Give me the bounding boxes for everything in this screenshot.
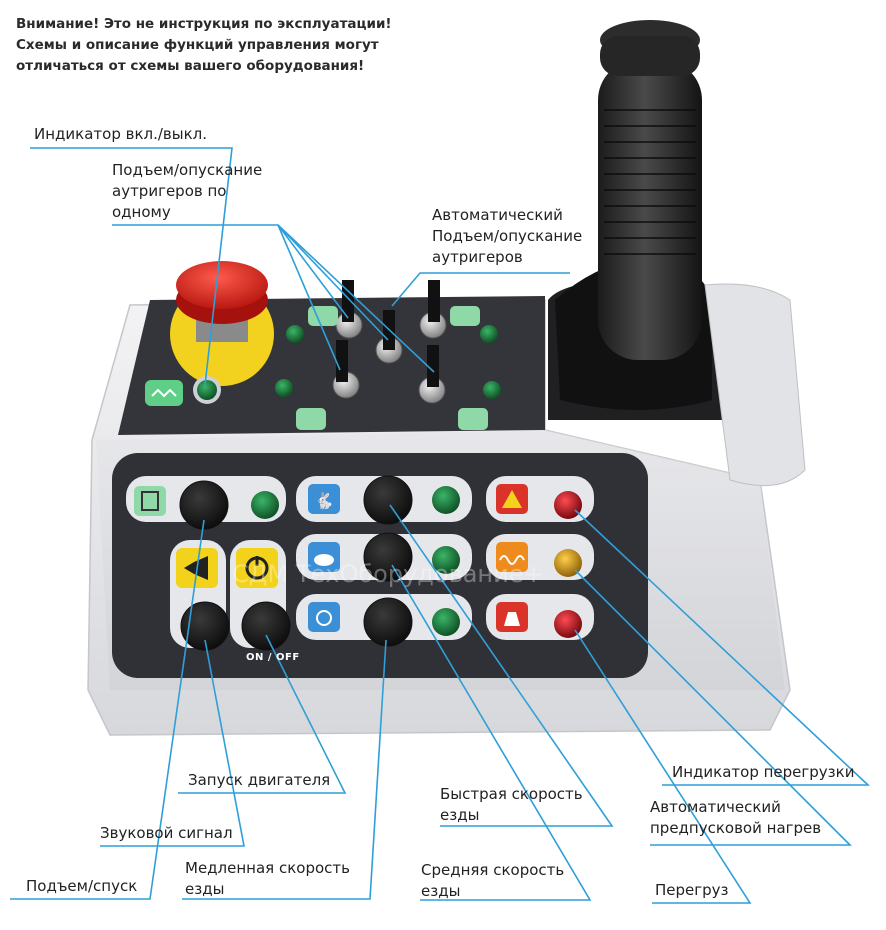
preheat-icon (496, 542, 528, 572)
green-lamp (432, 608, 460, 636)
green-lamp (432, 546, 460, 574)
label-power-indicator: Индикатор вкл./выкл. (34, 125, 208, 143)
slow-speed-button (363, 597, 413, 647)
emergency-stop-icon[interactable] (170, 261, 274, 386)
outrigger-toggles[interactable] (275, 280, 501, 430)
label-engine-start: Запуск двигателя (188, 771, 331, 789)
green-lamp (251, 491, 279, 519)
label-medium-speed: Средняя скорость езды (421, 861, 565, 900)
label-lift-lower: Подъем/спуск (26, 877, 138, 895)
snail-icon (308, 602, 340, 632)
overload-weight-icon (496, 602, 528, 632)
green-lamp (432, 486, 460, 514)
front-controls[interactable]: 🐇 (126, 475, 594, 651)
rabbit-icon: 🐇 (308, 484, 340, 514)
warning-icon (496, 484, 528, 514)
fast-speed-button (363, 475, 413, 525)
lift-lower-icon (134, 486, 166, 516)
turtle-icon (308, 542, 340, 572)
power-indicator-light (145, 376, 221, 406)
disclaimer-text: Внимание! Это не инструкция по эксплуата… (16, 16, 392, 74)
horn-button (180, 601, 230, 651)
power-icon (236, 548, 278, 588)
label-outriggers-auto: Автоматический Подъем/опускание аутригер… (432, 206, 583, 266)
label-horn: Звуковой сигнал (100, 824, 233, 842)
joystick[interactable] (548, 20, 806, 487)
svg-text:🐇: 🐇 (314, 491, 334, 510)
onoff-label: ON / OFF (246, 652, 300, 663)
label-overload: Перегруз (655, 881, 729, 899)
engine-start-button (241, 601, 291, 651)
watermark: СДМ ТехОборудование+ (232, 560, 544, 588)
medium-speed-button (363, 532, 413, 582)
label-overload-indicator: Индикатор перегрузки (672, 763, 855, 781)
label-slow-speed: Медленная скорость езды (185, 859, 350, 898)
leader-lines (10, 147, 871, 904)
lift-lower-button (179, 480, 229, 530)
overload-indicator-lamp (554, 491, 582, 519)
label-fast-speed: Быстрая скорость езды (440, 785, 583, 824)
label-outriggers-single: Подъем/опускание аутригеров по одному (112, 161, 263, 221)
label-auto-preheat: Автоматический предпусковой нагрев (650, 798, 822, 837)
